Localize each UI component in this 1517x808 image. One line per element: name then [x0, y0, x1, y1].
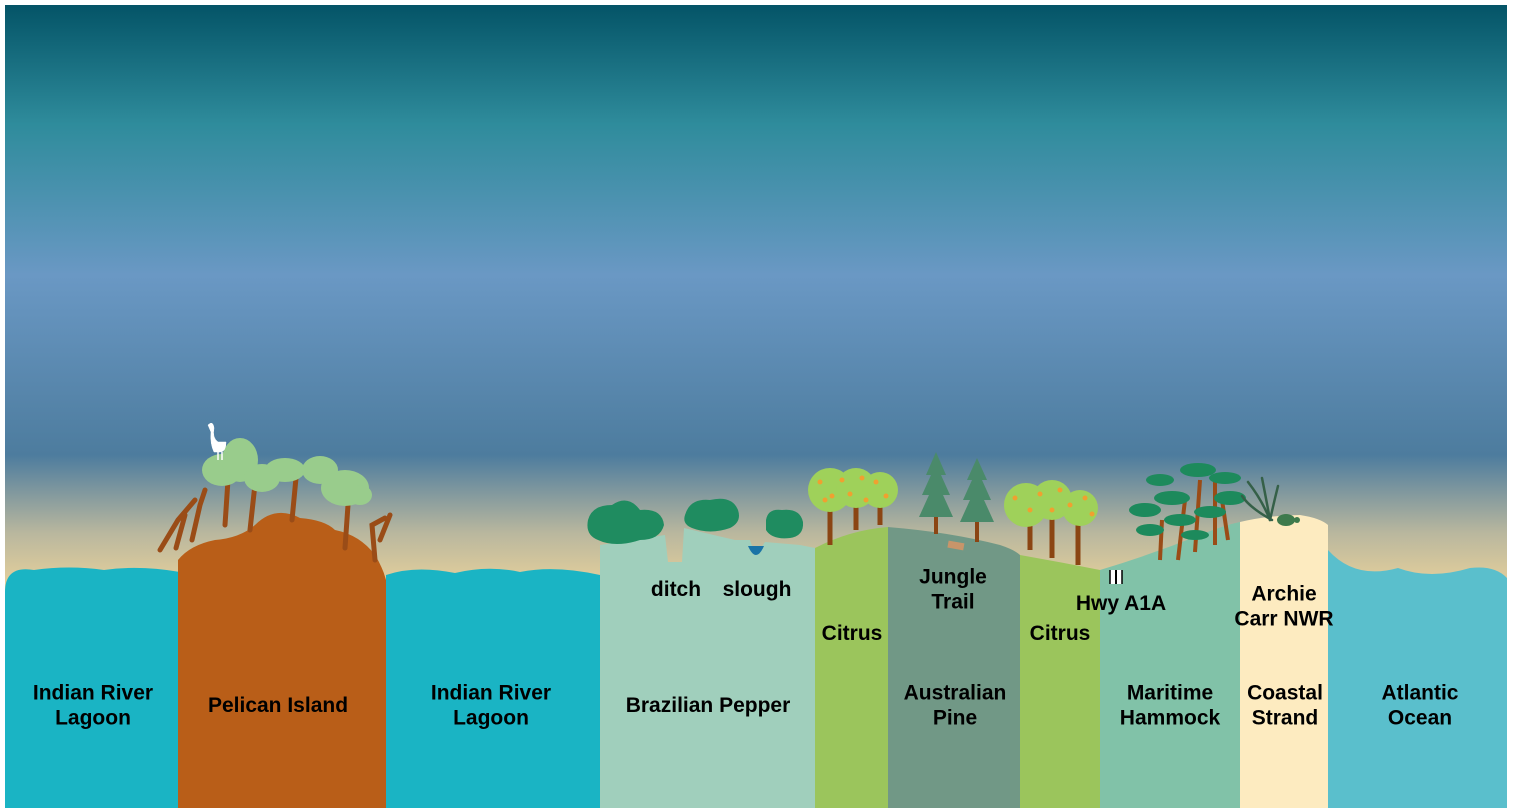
orange-fruit: [817, 475, 889, 503]
maritime-hammock-zone: [1100, 522, 1240, 808]
sea-turtle-icon: [1277, 514, 1300, 526]
label-brazilian-pepper: Brazilian Pepper: [626, 694, 791, 717]
citrus-zone-west: [815, 527, 888, 808]
hammock-trees: [1129, 463, 1246, 561]
coastal-strand-zone: [1240, 515, 1328, 808]
citrus-zone-east: [1020, 555, 1100, 808]
jungle-trail-marker: [947, 540, 965, 551]
pelican-island: [178, 512, 386, 808]
sky: [5, 5, 1507, 605]
indian-river-lagoon-east: [386, 568, 600, 808]
label-slough: slough: [723, 578, 792, 601]
sea-oat-icon: [1240, 476, 1280, 522]
label-hwy-a1a: Hwy A1A: [1076, 592, 1166, 615]
egret-icon: [207, 422, 227, 460]
label-citrus-east: Citrus: [1030, 622, 1091, 645]
pine-tree-icon: [919, 452, 994, 542]
ditch-icon: [748, 546, 764, 555]
orange-fruit: [1012, 487, 1095, 517]
indian-river-lagoon-west: [5, 567, 180, 808]
mangrove-roots: [157, 472, 393, 563]
atlantic-ocean: [1328, 550, 1507, 808]
label-ditch: ditch: [651, 578, 701, 601]
label-citrus-west: Citrus: [822, 622, 883, 645]
australian-pine-zone: [888, 527, 1020, 808]
mangrove-canopy: [202, 438, 372, 506]
brazilian-pepper-zone: [600, 528, 815, 808]
pepper-shrubs: [587, 498, 804, 544]
label-pelican-island: Pelican Island: [208, 694, 348, 717]
